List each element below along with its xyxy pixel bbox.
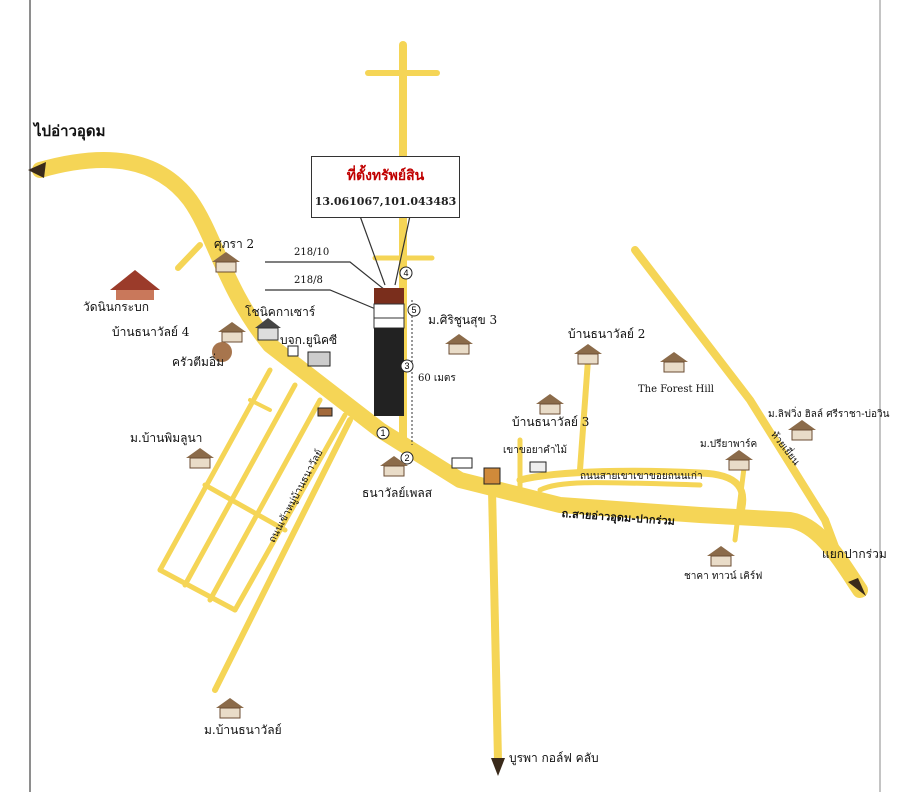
grid-cross-3 xyxy=(248,398,272,412)
road-network xyxy=(32,41,868,764)
house-icon xyxy=(574,344,602,365)
house-icon xyxy=(660,352,688,373)
grid-road-4 xyxy=(232,412,348,613)
shop-icon xyxy=(483,467,501,485)
label-forest-hill: The Forest Hill xyxy=(638,384,714,395)
target-building xyxy=(373,288,405,416)
landmark-icons xyxy=(110,252,816,719)
callout-title: ที่ตั้งทรัพย์สิน xyxy=(346,168,425,184)
marker-4: 4 xyxy=(399,266,413,280)
label-to-ao-udom: ไปอ่าวอุดม xyxy=(34,122,106,140)
label-khrua-tum-im: ครัวตีมอิ่ม xyxy=(172,355,225,369)
label-chakha-town: ชาคา ทาวน์ เคิร์ฟ xyxy=(684,571,763,582)
main-road xyxy=(32,152,868,598)
label-plot-218-8: 218/8 xyxy=(294,275,323,286)
arrow-icon xyxy=(848,578,866,596)
label-ban-thanawat-2: บ้านธนาวัลย์ 2 xyxy=(568,327,646,341)
svg-text:2: 2 xyxy=(404,453,409,463)
label-road-khao-khiao: ถนนสายเขาเขาขอยถนนเก่า xyxy=(580,471,703,482)
house-icon xyxy=(707,546,735,567)
house-icon xyxy=(725,450,753,471)
label-bokor-unicha: บจก.ยูนิคซี xyxy=(280,333,338,347)
road-pri-ya xyxy=(732,457,748,543)
house-icon xyxy=(380,456,408,477)
numbered-markers: 1 2 3 4 5 xyxy=(376,266,421,465)
svg-text:4: 4 xyxy=(403,268,408,278)
label-ban-thanawat-4: บ้านธนาวัลย์ 4 xyxy=(112,325,190,339)
shop-icon xyxy=(255,318,281,341)
property-callout: ที่ตั้งทรัพย์สิน 13.061067,101.043483 xyxy=(311,156,460,218)
arrows xyxy=(28,162,866,776)
grid-road-1 xyxy=(157,367,273,573)
label-m-lily-hill: ม.ลิฟวิ่ง ฮิลล์ ศรีราชา-บ่อวิน xyxy=(768,409,890,420)
callout-coords: 13.061067,101.043483 xyxy=(314,195,457,208)
plot-leaders xyxy=(265,215,411,311)
label-m-ban-pimunpa: ม.บ้านพิมลูนา xyxy=(130,431,203,445)
svg-text:5: 5 xyxy=(411,305,416,315)
house-icon xyxy=(788,420,816,441)
grid-road-5 xyxy=(212,417,353,693)
marker-5: 5 xyxy=(407,303,421,317)
house-icon xyxy=(445,334,473,355)
house-icon xyxy=(186,448,214,469)
label-distance-60m: 60 เมตร xyxy=(418,373,456,384)
shop-icon xyxy=(287,345,299,357)
arrow-icon xyxy=(28,162,46,178)
restaurant-icon xyxy=(212,342,232,362)
label-m-ban-thanawat: ม.บ้านธนาวัลย์ xyxy=(204,723,282,737)
label-saeng-chai: เขาขอยาคำไม้ xyxy=(503,445,568,456)
shop-icon xyxy=(317,407,333,417)
shop-icon xyxy=(451,457,473,469)
house-icon xyxy=(218,322,246,343)
house-icon xyxy=(212,252,240,273)
label-thanawan-place: ธนาวัลย์เพลส xyxy=(362,486,433,500)
road-sukra xyxy=(175,242,203,271)
house-icon xyxy=(536,394,564,415)
label-ban-thanawat-3: บ้านธนาวัลย์ 3 xyxy=(512,415,590,429)
grid-cross-1 xyxy=(157,567,238,613)
svg-text:3: 3 xyxy=(404,361,409,371)
road-old-khao-b xyxy=(537,480,703,493)
label-plot-218-10: 218/10 xyxy=(294,247,330,258)
marker-2: 2 xyxy=(400,451,414,465)
grid-road-2 xyxy=(182,382,298,588)
shop-icon xyxy=(529,461,547,473)
label-chonlakan: โชนิคกาเซาร์ xyxy=(245,305,316,319)
road-thanawat-2 xyxy=(577,357,591,473)
temple-icon xyxy=(110,270,160,300)
marker-3: 3 xyxy=(400,359,414,373)
shop-icon xyxy=(307,351,331,367)
svg-text:1: 1 xyxy=(380,428,385,438)
arrow-icon xyxy=(491,758,505,776)
label-m-pri-ya-park: ม.ปรียาพาร์ค xyxy=(700,439,758,450)
south-road xyxy=(488,486,502,764)
road-huai-yian xyxy=(631,246,844,564)
grid-road-3 xyxy=(207,397,323,603)
marker-1: 1 xyxy=(376,426,390,440)
label-burapha-golf: บูรพา กอล์ฟ คลับ xyxy=(509,751,599,765)
label-sukra-2: ศุภรา 2 xyxy=(214,237,255,251)
label-m-siri-suk-3: ม.ศิริชูนสุข 3 xyxy=(428,313,498,327)
label-wat-nin: วัดนินกระบก xyxy=(83,300,149,314)
grid-cross-2 xyxy=(202,482,288,533)
house-icon xyxy=(216,698,244,719)
label-yaek-pak-ruam: แยกปากร่วม xyxy=(822,547,887,561)
